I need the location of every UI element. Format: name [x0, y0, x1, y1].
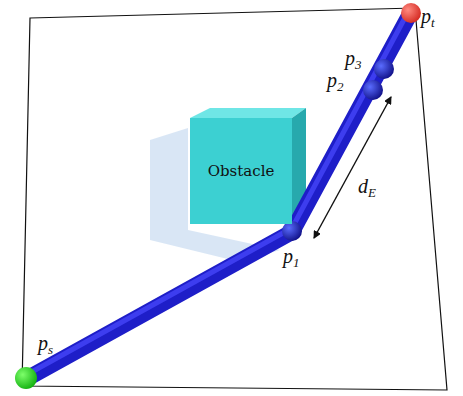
path [28, 14, 410, 378]
target-label: pt [421, 6, 435, 29]
start-label: ps [38, 333, 53, 356]
obstacle-box: Obstacle [190, 118, 292, 224]
waypoint-sphere [282, 221, 302, 241]
target-sphere [401, 3, 421, 23]
distance-label: dE [358, 176, 376, 199]
waypoint-label: p2 [327, 70, 344, 93]
distance-arrow [314, 97, 391, 238]
waypoint-label: p3 [345, 48, 362, 71]
obstacle-top [190, 108, 306, 118]
start-sphere [15, 367, 37, 389]
ground-plane [22, 8, 447, 390]
node-label: Obstacle [208, 162, 275, 180]
waypoint-sphere [363, 80, 383, 100]
waypoint-label: p1 [283, 246, 300, 269]
waypoint-sphere [374, 59, 394, 79]
